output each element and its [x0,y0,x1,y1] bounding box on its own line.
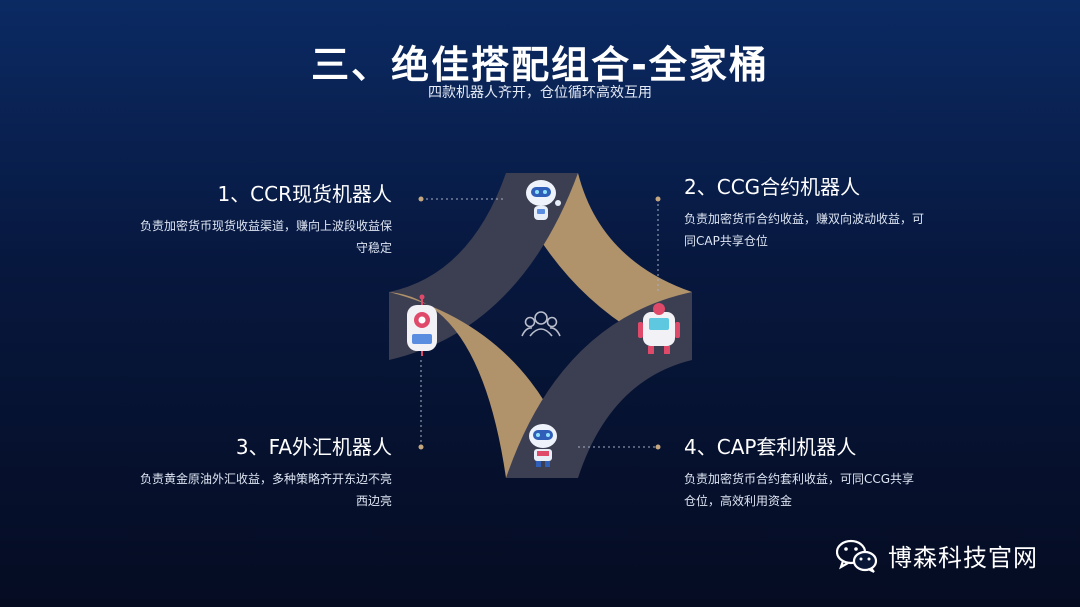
robot-description: 负责黄金原油外汇收益，多种策略齐开东边不亮西边亮 [140,472,393,508]
robot-block-ccr: 1、CCR现货机器人 负责加密货币现货收益渠道，赚向上波段收益保守稳定 [140,178,392,259]
robot-block-fa: 3、FA外汇机器人 负责黄金原油外汇收益，多种策略齐开东边不亮西边亮 [140,431,392,512]
robot-icon [526,180,561,220]
robot-description: 负责加密货币合约套利收益，可同CCG共享仓位，高效利用资金 [684,472,915,508]
robot-icon [638,303,680,354]
robot-block-cap: 4、CAP套利机器人 负责加密货币合约套利收益，可同CCG共享仓位，高效利用资金 [684,431,924,512]
watermark-text: 博森科技官网 [888,544,1038,572]
robot-icon [529,424,557,467]
robot-description: 负责加密货币现货收益渠道，赚向上波段收益保守稳定 [140,219,393,255]
robot-description: 负责加密货币合约收益，赚双向波动收益，可同CAP共享仓位 [684,212,925,248]
watermark: 博森科技官网 [836,538,1038,573]
page-title: 三、绝佳搭配组合-全家桶 [311,43,769,87]
robot-heading: 1、CCR现货机器人 [217,182,392,206]
page-subtitle: 四款机器人齐开，仓位循环高效互用 [428,85,652,101]
robot-heading: 2、CCG合约机器人 [684,175,861,199]
wechat-icon [836,539,878,573]
robot-heading: 3、FA外汇机器人 [235,435,392,459]
robot-block-ccg: 2、CCG合约机器人 负责加密货币合约收益，赚双向波动收益，可同CAP共享仓位 [684,171,924,252]
robot-icon [407,294,437,356]
group-icon [521,311,561,337]
robot-heading: 4、CAP套利机器人 [684,435,857,459]
